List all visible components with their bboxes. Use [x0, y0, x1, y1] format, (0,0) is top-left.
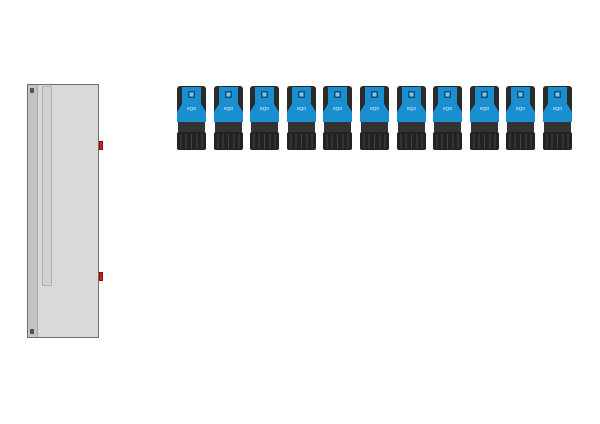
connector: ego	[321, 86, 354, 150]
connector: ego	[541, 86, 574, 150]
svg-text:ego: ego	[516, 106, 525, 112]
connector-icon: ego	[177, 86, 206, 150]
svg-text:ego: ego	[443, 106, 452, 112]
cabinet-label-strip	[42, 86, 52, 286]
connector: ego	[504, 86, 537, 150]
connector: ego	[468, 86, 501, 150]
connector-icon: ego	[506, 86, 536, 150]
connector-icon: ego	[213, 86, 243, 150]
svg-text:ego: ego	[406, 106, 415, 112]
svg-text:ego: ego	[480, 106, 489, 112]
connector-icon: ego	[286, 86, 316, 150]
connector: ego	[431, 86, 464, 150]
connector: ego	[175, 86, 208, 150]
connector-icon: ego	[433, 86, 463, 150]
connector: ego	[285, 86, 318, 150]
svg-text:ego: ego	[370, 106, 379, 112]
connector-icon: ego	[250, 86, 280, 150]
svg-text:ego: ego	[187, 106, 196, 112]
svg-text:ego: ego	[333, 106, 342, 112]
connector-icon: ego	[469, 86, 499, 150]
cabinet-hinge-bottom	[99, 272, 103, 281]
svg-text:ego: ego	[553, 106, 562, 112]
bolt-icon	[30, 88, 34, 93]
connector: ego	[358, 86, 391, 150]
bolt-icon	[30, 329, 34, 334]
connector-icon: ego	[323, 86, 353, 150]
connector: ego	[248, 86, 281, 150]
svg-text:ego: ego	[297, 106, 306, 112]
connector-icon: ego	[360, 86, 389, 150]
cabinet-side-rail	[28, 85, 38, 337]
svg-text:ego: ego	[223, 106, 232, 112]
connector: ego	[212, 86, 245, 150]
connector-icon: ego	[396, 86, 426, 150]
connector: ego	[395, 86, 428, 150]
connector-icon: ego	[543, 86, 572, 150]
cabinet	[27, 84, 99, 338]
svg-text:ego: ego	[260, 106, 269, 112]
cabinet-hinge-top	[99, 141, 103, 150]
